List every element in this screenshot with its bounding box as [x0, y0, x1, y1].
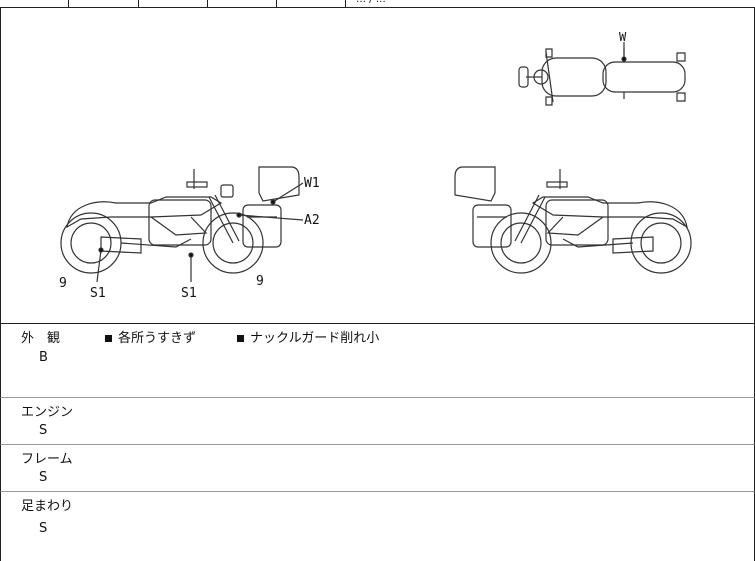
- damage-diagram: W W1 A2 9: [0, 7, 755, 324]
- label-left-w1: W1: [304, 176, 320, 191]
- square-bullet-icon: [105, 334, 112, 342]
- section-exterior: 外 観 各所うすきず ナックルガード削れ小 B: [0, 324, 755, 398]
- label-left-9-rear: 9: [256, 274, 264, 289]
- leader-a2: [238, 214, 304, 221]
- header-cut-text: … / …: [356, 0, 386, 5]
- table-cell-divider: [207, 0, 208, 7]
- suspension-grade: S: [39, 521, 48, 536]
- table-cell-divider: [68, 0, 69, 7]
- leader-w1: [272, 182, 304, 203]
- engine-grade: S: [39, 423, 48, 438]
- label-left-s1-b: S1: [181, 286, 197, 301]
- leader-s1-a: [96, 249, 102, 283]
- section-engine: エンジン S: [0, 398, 755, 445]
- label-left-9-front: 9: [59, 276, 67, 291]
- label-left-s1-a: S1: [90, 286, 106, 301]
- frame-title: フレーム: [21, 452, 73, 467]
- table-cell-divider: [276, 0, 277, 7]
- exterior-title: 外 観: [21, 331, 61, 346]
- exterior-note-2: ナックルガード削れ小: [237, 327, 379, 346]
- engine-title: エンジン: [21, 405, 74, 420]
- section-frame: フレーム S: [0, 445, 755, 492]
- exterior-grade: B: [39, 350, 48, 365]
- section-suspension: 足まわり S: [0, 492, 755, 561]
- table-cell-divider: [138, 0, 139, 7]
- label-top-w: W: [619, 30, 627, 44]
- square-bullet-icon: [237, 334, 244, 342]
- motorcycle-right-side: [454, 166, 692, 274]
- motorcycle-left-side: [60, 166, 300, 274]
- suspension-title: 足まわり: [21, 499, 74, 514]
- frame-grade: S: [39, 470, 48, 485]
- table-cell-divider: [345, 0, 346, 7]
- motorcycle-top-view: [518, 42, 686, 106]
- motorcycle-diagram-svg: W W1 A2 9: [59, 30, 692, 301]
- exterior-note-1: 各所うすきず: [105, 327, 196, 346]
- label-left-a2: A2: [304, 213, 320, 228]
- table-header-strip: … / …: [0, 0, 755, 8]
